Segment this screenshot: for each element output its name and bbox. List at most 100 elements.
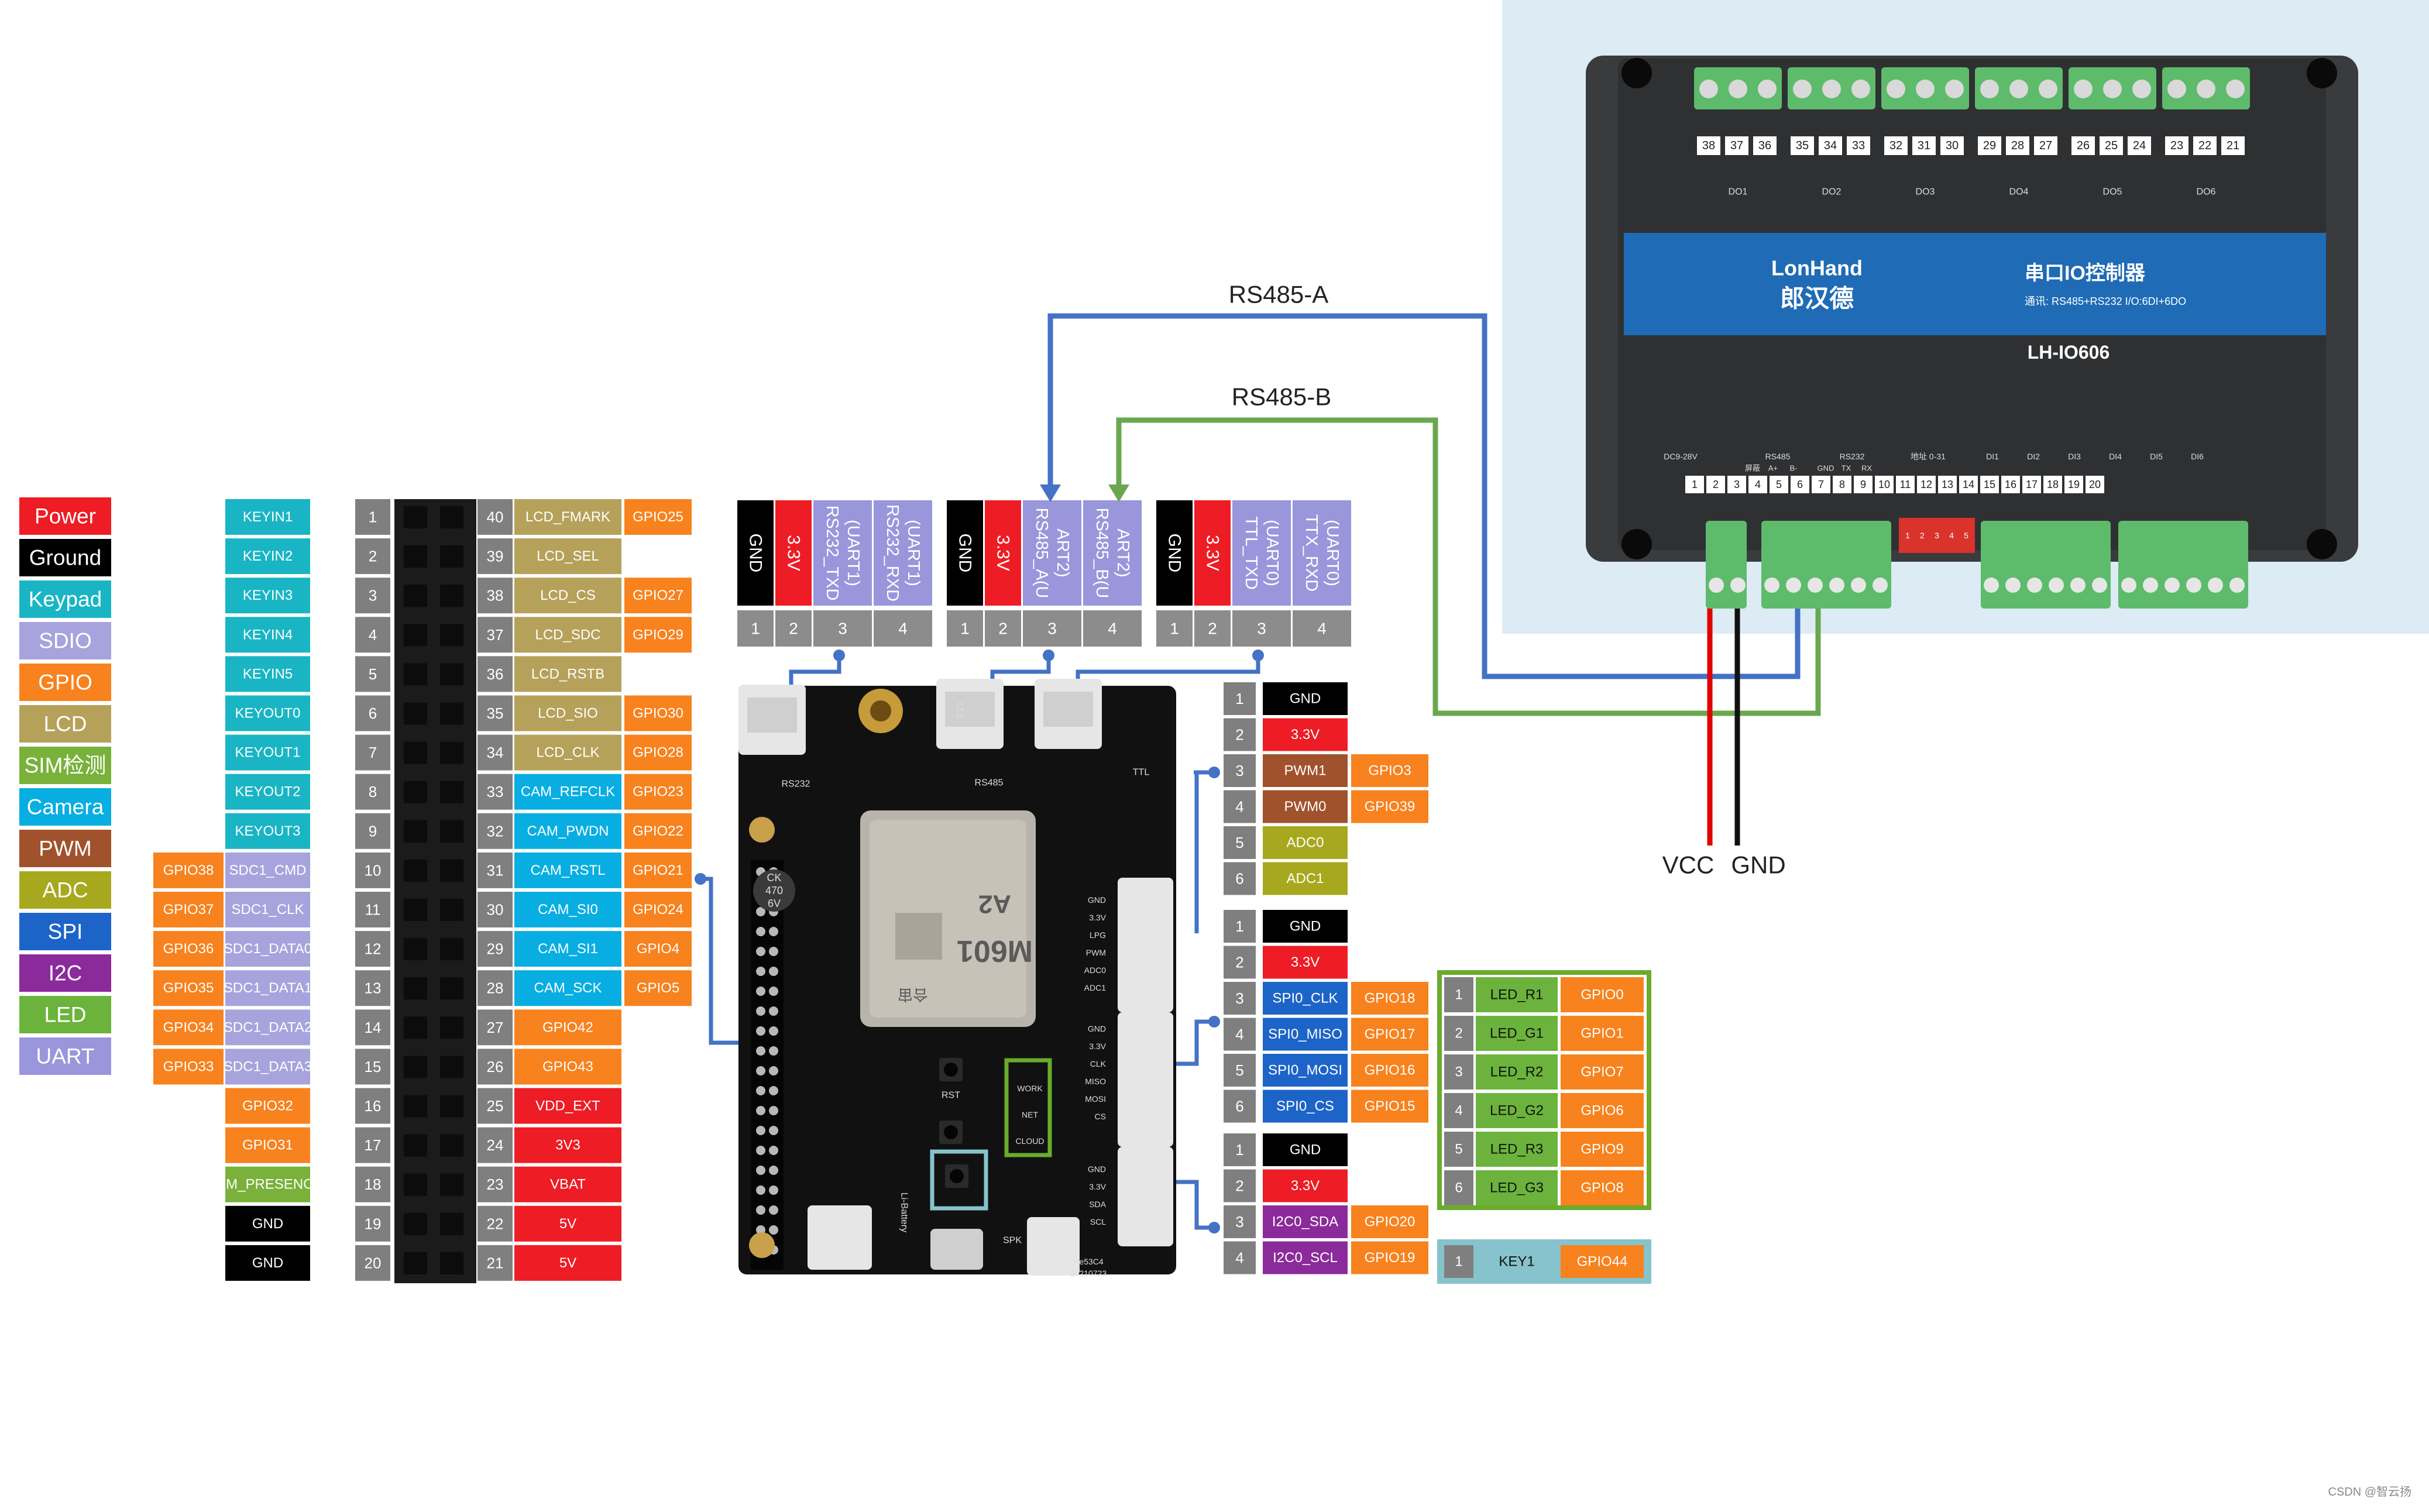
header-right-label-36: LCD_RSTB: [514, 656, 621, 692]
relay-pin-37: 37: [1730, 139, 1743, 152]
header-left-pin-15-bg: [355, 1049, 390, 1085]
header-right-pin-23-bg: [477, 1166, 513, 1202]
pin-number-bg: [1194, 610, 1231, 647]
pin-bg: [874, 500, 932, 606]
pin-label-line1: RS485_B(U: [1092, 508, 1111, 599]
header-left-pin-14-label: 14: [365, 1019, 382, 1036]
header-left-pin-8-bg: [355, 774, 390, 810]
header-pin-right-18: [440, 1173, 463, 1196]
relay-pin-box-37: [1725, 136, 1748, 155]
right-spi-pin-6: 6: [1224, 1090, 1256, 1123]
header-left-pin-6-bg: [355, 695, 390, 731]
pin-bg: [1156, 500, 1193, 606]
controller-bottom-pin-2: 2: [1713, 479, 1719, 490]
header-right-label-40-label: LCD_FMARK: [525, 509, 610, 525]
header-right-pin-29-label: 29: [487, 940, 504, 958]
right-spi-label-3-label: SPI0_CLK: [1272, 991, 1338, 1006]
legend-item-camera-7: Camera: [19, 788, 111, 826]
led-label-3: LED_R2: [1476, 1054, 1558, 1090]
leader-rs232-dot: [833, 650, 845, 661]
header-left-label-10-bg: [225, 852, 310, 888]
right-spi-pin-5-bg: [1224, 1054, 1256, 1087]
controller-blue-band: [1624, 233, 2326, 335]
pin-number-bg: [1156, 610, 1193, 647]
header-left-pin-2-label: 2: [369, 548, 377, 565]
board-pad: [769, 1066, 778, 1075]
header-right-gpio-37-label: GPIO29: [633, 627, 683, 642]
relay-pin-27: 27: [2039, 139, 2052, 152]
header-left-label-17-label: GPIO31: [242, 1138, 293, 1153]
controller-bottom-screw-1-1: [1786, 578, 1801, 593]
right-pwm-adc-label-3: PWM1: [1263, 754, 1348, 787]
pin-bg: [1083, 500, 1142, 606]
pin-number-bg: [947, 610, 983, 647]
controller-bottom-pin-19: 19: [2068, 479, 2080, 490]
header-left-label-6-label: KEYOUT0: [235, 706, 300, 721]
controller-bottom-pin-box-20: [2086, 476, 2104, 493]
header-left-label-4-bg: [225, 617, 310, 653]
board-pad: [769, 1026, 778, 1036]
board-cap-label-1: CK: [767, 872, 781, 884]
relay-pin-34: 34: [1824, 139, 1837, 152]
header-left-pin-20-bg: [355, 1245, 390, 1281]
header-right-pin-30-bg: [477, 892, 513, 927]
header-pin-right-14: [440, 1016, 463, 1039]
board-silk-spk: SPK: [1003, 1236, 1022, 1246]
pin-label-line2: ART2): [1053, 528, 1072, 577]
right-spi-pin-5-label: 5: [1235, 1061, 1243, 1079]
right-i2c-pin-4-label: 4: [1235, 1249, 1243, 1267]
header-right-pin-22: 22: [477, 1205, 513, 1242]
board-module-qr: [895, 913, 942, 960]
header-left-pin-15-label: 15: [365, 1058, 382, 1075]
board-silk-net: NET: [1022, 1110, 1038, 1119]
pin-label: 3.3V: [1203, 535, 1222, 571]
right-spi-pin-5: 5: [1224, 1054, 1256, 1087]
led-pin-4-label: 4: [1455, 1103, 1462, 1119]
right-spi-label-4-label: SPI0_MISO: [1268, 1026, 1342, 1042]
right-spi-label-1: GND: [1263, 910, 1348, 943]
right-i2c-pin-2: 2: [1224, 1169, 1256, 1202]
leader-i2c-dot: [1208, 1222, 1220, 1233]
header-left-label-4-label: KEYIN4: [243, 627, 293, 642]
header-left-pin-10: 10: [355, 852, 390, 888]
right-spi-gpio-3: GPIO18: [1351, 982, 1428, 1015]
right-spi-label-4-bg: [1263, 1018, 1348, 1051]
header-left-label-18-bg: [225, 1166, 310, 1202]
board-pad: [756, 927, 765, 936]
right-spi-pin-6-bg: [1224, 1090, 1256, 1123]
header-right-pin-40: 40: [477, 499, 513, 535]
led-label-5-label: LED_R3: [1490, 1142, 1544, 1157]
controller-subtitle: 通讯: RS485+RS232 I/O:6DI+6DO: [2025, 295, 2186, 307]
right-spi-pin-3: 3: [1224, 982, 1256, 1015]
pin-number: 3: [838, 620, 847, 638]
controller-bottom-screw-2-1: [2005, 578, 2021, 593]
relay-pin-box-33: [1847, 136, 1870, 155]
legend-item-lcd-5-bg: [19, 705, 111, 743]
controller-bottom-screw-3-0: [2121, 578, 2136, 593]
pin-label: GND: [746, 534, 765, 573]
header-right-pin-25-bg: [477, 1088, 513, 1124]
legend-item-uart-13-bg: [19, 1037, 111, 1075]
header-left-pin-10-bg: [355, 852, 390, 888]
right-pwm-adc-pin-2: 2: [1224, 718, 1256, 751]
pin-number-bg: [813, 610, 872, 647]
header-left-pin-15: 15: [355, 1049, 390, 1085]
right-i2c-pin-1-label: 1: [1235, 1141, 1243, 1159]
wire-rs485-a-label: RS485-A: [1229, 281, 1328, 308]
header-left-label-3-bg: [225, 578, 310, 614]
header-right-pin-29: 29: [477, 931, 513, 967]
header-right-pin-36-bg: [477, 656, 513, 692]
header-right-label-36-label: LCD_RSTB: [531, 666, 604, 682]
wire-rs485-a: [1047, 313, 1801, 679]
header-left-label-19: GND: [225, 1205, 310, 1242]
controller-bottom-pin-8: 8: [1839, 479, 1845, 490]
header-left-pin-8-label: 8: [369, 783, 377, 800]
controller-dip-2: 2: [1920, 531, 1925, 540]
legend-item-power-0-label: Power: [35, 504, 96, 528]
right-spi-pin-3-bg: [1224, 982, 1256, 1015]
led-pin-1-label: 1: [1455, 987, 1462, 1003]
led-pin-2-label: 2: [1455, 1026, 1462, 1042]
right-pwm-adc-pin-4-bg: [1224, 790, 1256, 823]
